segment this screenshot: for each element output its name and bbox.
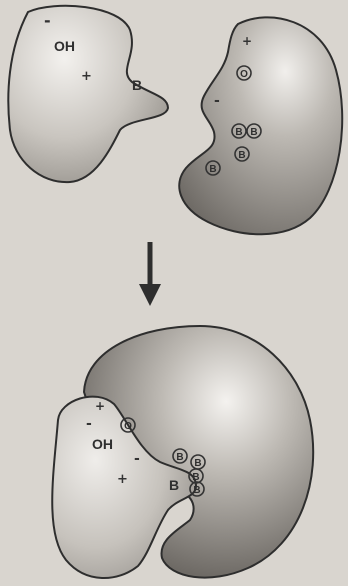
top-left-molecule: - OH + B	[8, 6, 168, 182]
plus-charge: +	[242, 34, 252, 48]
b-label: B	[250, 127, 257, 138]
b-label: B	[209, 164, 216, 175]
oh-group-label: OH	[54, 38, 75, 54]
oh-group-label: OH	[92, 436, 113, 452]
b-label: B	[238, 150, 245, 161]
minus-charge: -	[214, 93, 220, 109]
plus-charge: +	[81, 69, 92, 84]
b-label: B	[235, 127, 242, 138]
plus-charge: +	[95, 399, 105, 413]
top-right-molecule: + O - B B B B	[179, 17, 342, 234]
top-right-molecule-shape	[179, 17, 342, 234]
o-group-label: O	[240, 69, 248, 80]
top-left-molecule-shape	[8, 6, 168, 182]
b-label: B	[193, 485, 200, 496]
minus-charge: -	[134, 451, 140, 467]
b-label: B	[194, 458, 201, 469]
b-label: B	[176, 452, 183, 463]
b-group-label: B	[169, 477, 179, 493]
plus-charge: +	[117, 472, 128, 487]
bound-complex: + O - OH - + B B B B B	[52, 326, 313, 578]
b-group-label: B	[132, 77, 142, 93]
down-arrow-icon	[139, 242, 161, 306]
minus-charge: -	[44, 11, 51, 30]
minus-charge: -	[86, 416, 92, 432]
o-group-label: O	[124, 421, 132, 432]
